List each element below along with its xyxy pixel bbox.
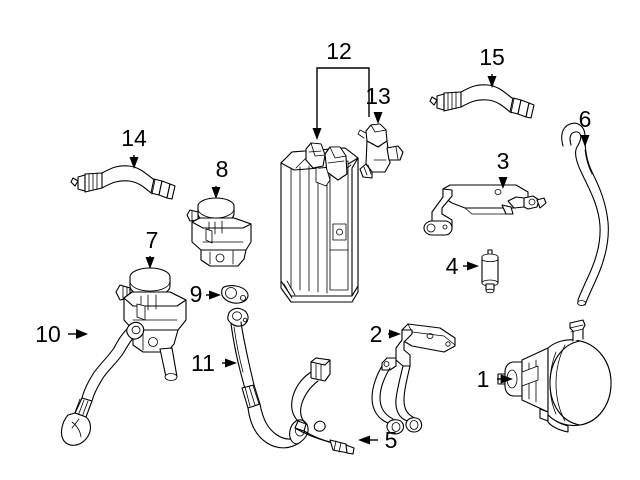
callout-8[interactable]: 8	[211, 156, 229, 199]
callout-2[interactable]: 2	[370, 321, 401, 347]
callout-label-11: 11	[191, 350, 215, 376]
callout-label-10: 10	[35, 321, 61, 347]
callout-6[interactable]: 6	[579, 106, 592, 147]
callout-7[interactable]: 7	[145, 227, 159, 269]
callout-label-14: 14	[121, 125, 147, 151]
callout-label-12: 12	[326, 38, 352, 64]
part-check-valve[interactable]	[481, 249, 499, 294]
callout-13[interactable]: 13	[365, 83, 391, 124]
callout-1[interactable]: 1	[477, 366, 513, 392]
part-air-injection-pump[interactable]	[497, 319, 612, 433]
part-vacuum-line-right[interactable]	[429, 84, 535, 119]
callout-label-2: 2	[370, 321, 383, 347]
callout-10[interactable]: 10	[35, 321, 88, 347]
part-pump-mounting-bracket[interactable]	[371, 323, 456, 435]
callout-label-15: 15	[479, 44, 505, 70]
callout-label-3: 3	[497, 148, 510, 174]
callout-4[interactable]: 4	[446, 253, 479, 279]
callout-label-1: 1	[477, 366, 490, 392]
part-electrical-connector[interactable]	[291, 357, 355, 455]
callout-label-4: 4	[446, 253, 459, 279]
part-vacuum-hose[interactable]	[561, 122, 609, 306]
part-egr-supply-pipe[interactable]	[60, 321, 145, 446]
callout-label-7: 7	[146, 227, 159, 253]
callout-14[interactable]: 14	[121, 125, 147, 169]
callout-3[interactable]: 3	[497, 148, 510, 189]
part-egr-valve[interactable]	[115, 267, 187, 381]
callout-15[interactable]: 15	[479, 44, 505, 88]
callout-label-13: 13	[365, 83, 391, 109]
callout-11[interactable]: 11	[191, 350, 237, 376]
part-air-switching-valve[interactable]	[186, 197, 252, 267]
callout-label-9: 9	[190, 281, 203, 307]
callout-label-8: 8	[216, 156, 229, 182]
callout-9[interactable]: 9	[190, 281, 221, 307]
callout-5[interactable]: 5	[358, 427, 397, 453]
part-vapor-canister-assembly[interactable]	[280, 142, 359, 303]
part-purge-control-valve[interactable]	[357, 123, 404, 179]
callout-label-5: 5	[385, 427, 398, 453]
part-vacuum-line-left[interactable]	[70, 165, 176, 200]
part-valve-gasket[interactable]	[221, 285, 249, 304]
callout-12[interactable]: 12	[312, 38, 370, 140]
callout-label-6: 6	[579, 106, 592, 132]
part-support-bracket[interactable]	[423, 184, 547, 236]
